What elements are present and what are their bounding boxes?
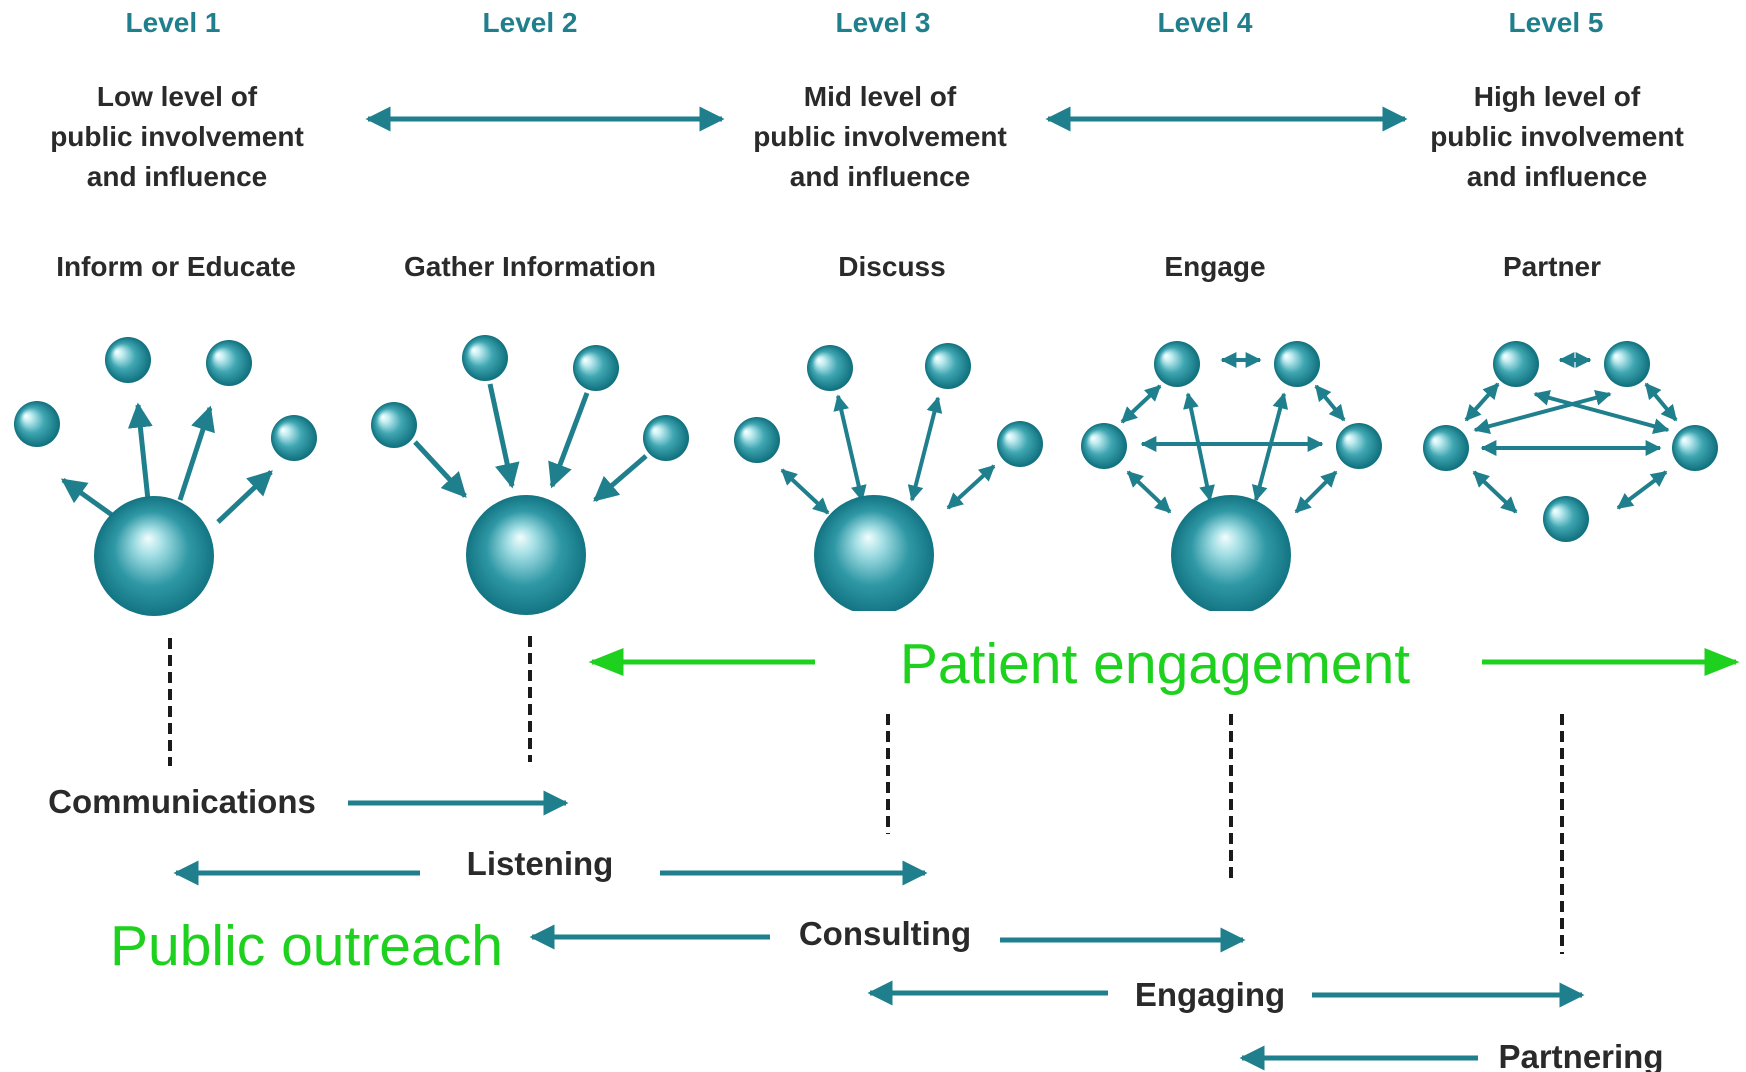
arrow-out (216, 470, 273, 524)
level-5-cluster (1423, 341, 1718, 542)
sphere-base-mask (1160, 611, 1310, 635)
level-4-cluster (1081, 341, 1382, 635)
activity-discuss: Discuss (838, 251, 945, 282)
small-sphere (462, 335, 508, 381)
level-1-label: Level 1 (126, 7, 221, 38)
activity-inform-or-educate: Inform or Educate (56, 251, 296, 282)
small-sphere (573, 345, 619, 391)
approach-spectrum: Communications Listening Consulting Enga… (48, 783, 1663, 1072)
arrow-out (127, 402, 153, 501)
approach-listening: Listening (467, 845, 614, 882)
small-sphere (807, 345, 853, 391)
level-3-description-line-2: public involvement (753, 121, 1007, 152)
arrow-in (487, 383, 520, 489)
level-3-description-line-1: Mid level of (804, 81, 957, 112)
approach-partnering: Partnering (1498, 1038, 1663, 1072)
small-sphere (14, 401, 60, 447)
small-sphere (1336, 423, 1382, 469)
small-sphere (1672, 425, 1718, 471)
large-sphere (814, 495, 934, 615)
dashed-connectors (168, 636, 1564, 954)
small-sphere (371, 402, 417, 448)
level-5-description-line-2: public involvement (1430, 121, 1684, 152)
two-way-arrow (1473, 389, 1612, 435)
two-way-arrow (780, 468, 830, 515)
level-5-description-line-3: and influence (1467, 161, 1647, 192)
arrow-in (548, 392, 590, 489)
arrow-in (413, 440, 467, 498)
arrow-out (60, 477, 114, 518)
level-1-description-line-2: public involvement (50, 121, 304, 152)
public-outreach-label: Public outreach (110, 914, 503, 978)
level-2-cluster (371, 335, 689, 615)
two-way-arrow (1472, 470, 1518, 514)
activity-names: Inform or Educate Gather Information Dis… (56, 251, 1601, 282)
two-way-arrow (1533, 390, 1670, 434)
small-sphere (105, 337, 151, 383)
level-3-cluster (734, 343, 1043, 635)
arrow-out (177, 405, 215, 501)
two-way-arrow (1616, 470, 1668, 510)
small-sphere (643, 415, 689, 461)
level-1-description-line-3: and influence (87, 161, 267, 192)
small-sphere (1154, 341, 1200, 387)
activity-engage: Engage (1164, 251, 1265, 282)
small-sphere (1493, 341, 1539, 387)
small-sphere (997, 421, 1043, 467)
small-sphere (1423, 425, 1469, 471)
level-2-label: Level 2 (483, 7, 578, 38)
small-sphere (1604, 341, 1650, 387)
small-sphere (271, 415, 317, 461)
approach-engaging: Engaging (1135, 976, 1285, 1013)
patient-engagement-label: Patient engagement (900, 632, 1410, 696)
small-sphere (1081, 423, 1127, 469)
large-sphere (94, 496, 214, 616)
level-1-description-line-1: Low level of (97, 81, 258, 112)
two-way-arrow (1464, 382, 1500, 422)
level-3-label: Level 3 (836, 7, 931, 38)
two-way-arrow (1120, 384, 1162, 424)
two-way-arrow (833, 394, 867, 502)
large-sphere (1171, 495, 1291, 615)
two-way-arrow (1251, 392, 1289, 502)
two-way-arrow (1126, 470, 1172, 514)
activity-gather-information: Gather Information (404, 251, 656, 282)
two-way-arrow (1644, 382, 1678, 422)
approach-consulting: Consulting (799, 915, 971, 952)
two-way-arrow (907, 396, 943, 502)
level-3-description-line-3: and influence (790, 161, 970, 192)
small-sphere (206, 340, 252, 386)
level-5-description-line-1: High level of (1474, 81, 1641, 112)
small-sphere (734, 417, 780, 463)
small-sphere (925, 343, 971, 389)
two-way-arrow (946, 464, 996, 510)
small-sphere (1543, 496, 1589, 542)
approach-communications: Communications (48, 783, 316, 820)
arrow-in (593, 454, 648, 502)
involvement-descriptions: Low level of public involvement and infl… (50, 81, 1684, 192)
sphere-base-mask (800, 611, 950, 635)
level-headers: Level 1 Level 2 Level 3 Level 4 Level 5 (126, 7, 1604, 38)
level-4-label: Level 4 (1158, 7, 1253, 38)
green-overlay: Patient engagement Public outreach (110, 632, 1740, 978)
two-way-arrow (1183, 392, 1215, 502)
level-5-label: Level 5 (1509, 7, 1604, 38)
level-1-cluster (14, 337, 317, 616)
activity-partner: Partner (1503, 251, 1601, 282)
two-way-arrow (1314, 384, 1346, 422)
large-sphere (466, 495, 586, 615)
small-sphere (1274, 341, 1320, 387)
two-way-arrow (1294, 470, 1338, 514)
